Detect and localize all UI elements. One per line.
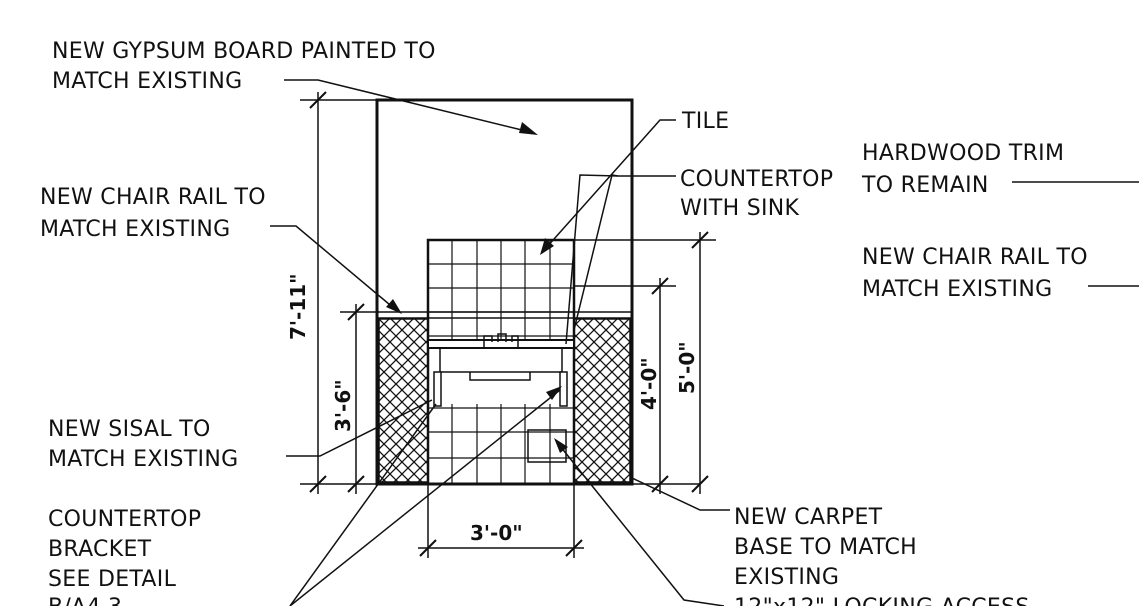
note-chair-rail-left-line2: MATCH EXISTING [40,217,230,242]
leader-tile [540,119,676,255]
leader-carpet [631,477,730,511]
dimension-label-chair-rail-height: 3'-6" [331,379,355,432]
note-bracket-line4: B/A4.3 [48,595,122,606]
note-hardwood-line2: TO REMAIN [861,173,989,198]
note-bracket-line3: SEE DETAIL [48,567,177,592]
leader-countertop-sink [565,174,676,345]
dimension-label-tile-width: 3'-0" [470,521,523,545]
leader-access-panel [554,438,725,606]
countertop-brackets [433,371,568,407]
leader-gypsum [284,79,538,135]
note-chair-rail-right-line2: MATCH EXISTING [862,277,1052,302]
note-hardwood-line1: HARDWOOD TRIM [862,141,1064,166]
note-sisal-line1: NEW SISAL TO [48,417,211,442]
note-chair-rail-left-line1: NEW CHAIR RAIL TO [40,185,266,210]
note-gypsum-line2: MATCH EXISTING [52,69,242,94]
leader-sisal [286,399,433,457]
note-tile: TILE [681,109,729,134]
sisal-panel-right [573,318,631,483]
note-carpet-line2: BASE TO MATCH [734,535,917,560]
note-sisal-line2: MATCH EXISTING [48,447,238,472]
leader-chair-rail-left [270,225,402,314]
dimension-countertop-height [574,277,676,494]
note-carpet-line1: NEW CARPET [734,505,883,530]
note-chair-rail-right-line1: NEW CHAIR RAIL TO [862,245,1088,270]
dimension-chair-rail-height [340,303,379,494]
dimension-label-tile-height: 5'-0" [675,341,699,394]
sisal-panel-left [378,318,429,483]
dimension-overall-height [300,91,377,494]
note-countertop-sink-line1: COUNTERTOP [680,167,833,192]
note-gypsum-line1: NEW GYPSUM BOARD PAINTED TO [52,39,436,64]
note-carpet-line3: EXISTING [734,565,839,590]
note-countertop-sink-line2: WITH SINK [680,196,800,221]
countertop-with-sink [427,333,575,381]
dimension-label-countertop-height: 4'-0" [637,357,661,410]
leader-bracket [289,386,562,606]
note-bracket-line1: COUNTERTOP [48,507,201,532]
dimension-tile-height [574,231,716,494]
tile-grid [426,238,576,486]
note-bracket-line2: BRACKET [48,537,152,562]
note-access-panel: 12"x12" LOCKING ACCESS [734,595,1030,606]
dimension-label-overall-height: 7'-11" [286,273,310,340]
